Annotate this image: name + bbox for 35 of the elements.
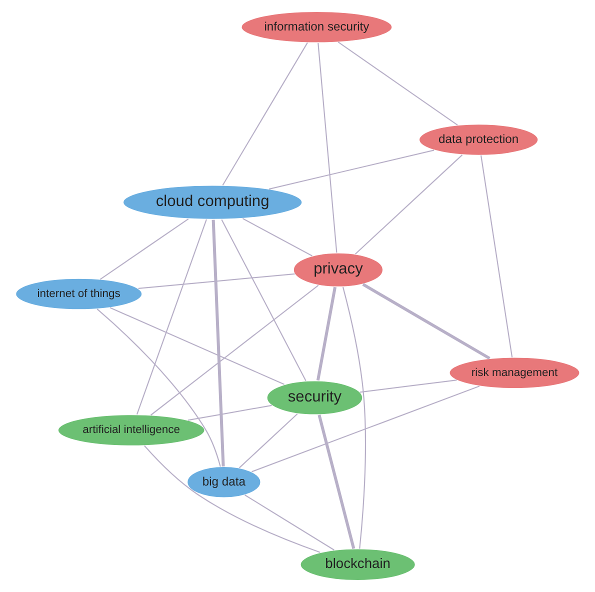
connector [150, 284, 319, 416]
node-ellipse: internet of things [15, 278, 142, 310]
connector [221, 219, 306, 382]
connector [222, 42, 308, 186]
connector [316, 286, 337, 381]
connector [138, 273, 295, 290]
connector [480, 155, 513, 358]
node-ellipse: security [266, 380, 363, 416]
connector [342, 286, 366, 549]
connector [354, 154, 463, 254]
node-ellipse: blockchain [300, 548, 416, 581]
node-ellipse: privacy [293, 252, 384, 288]
connector [360, 380, 457, 393]
node-ellipse: data protection [418, 124, 539, 156]
connector [110, 307, 285, 385]
node-ellipse: cloud computing [122, 184, 303, 220]
connector [242, 218, 312, 256]
connector [252, 386, 480, 472]
connector [338, 42, 458, 126]
connector [238, 413, 298, 468]
connector [136, 219, 207, 415]
connector [100, 218, 189, 280]
connector [318, 43, 338, 253]
connector [318, 414, 356, 550]
connector [244, 494, 334, 550]
node-ellipse: big data [186, 466, 262, 498]
connector [268, 150, 434, 190]
connector [144, 445, 320, 553]
node-ellipse: risk management [448, 356, 580, 389]
connector [96, 308, 221, 467]
node-ellipse: information security [240, 11, 393, 44]
node-ellipse: artificial intelligence [58, 414, 206, 446]
connector [188, 404, 272, 421]
connector [362, 283, 490, 360]
connector [212, 220, 225, 466]
